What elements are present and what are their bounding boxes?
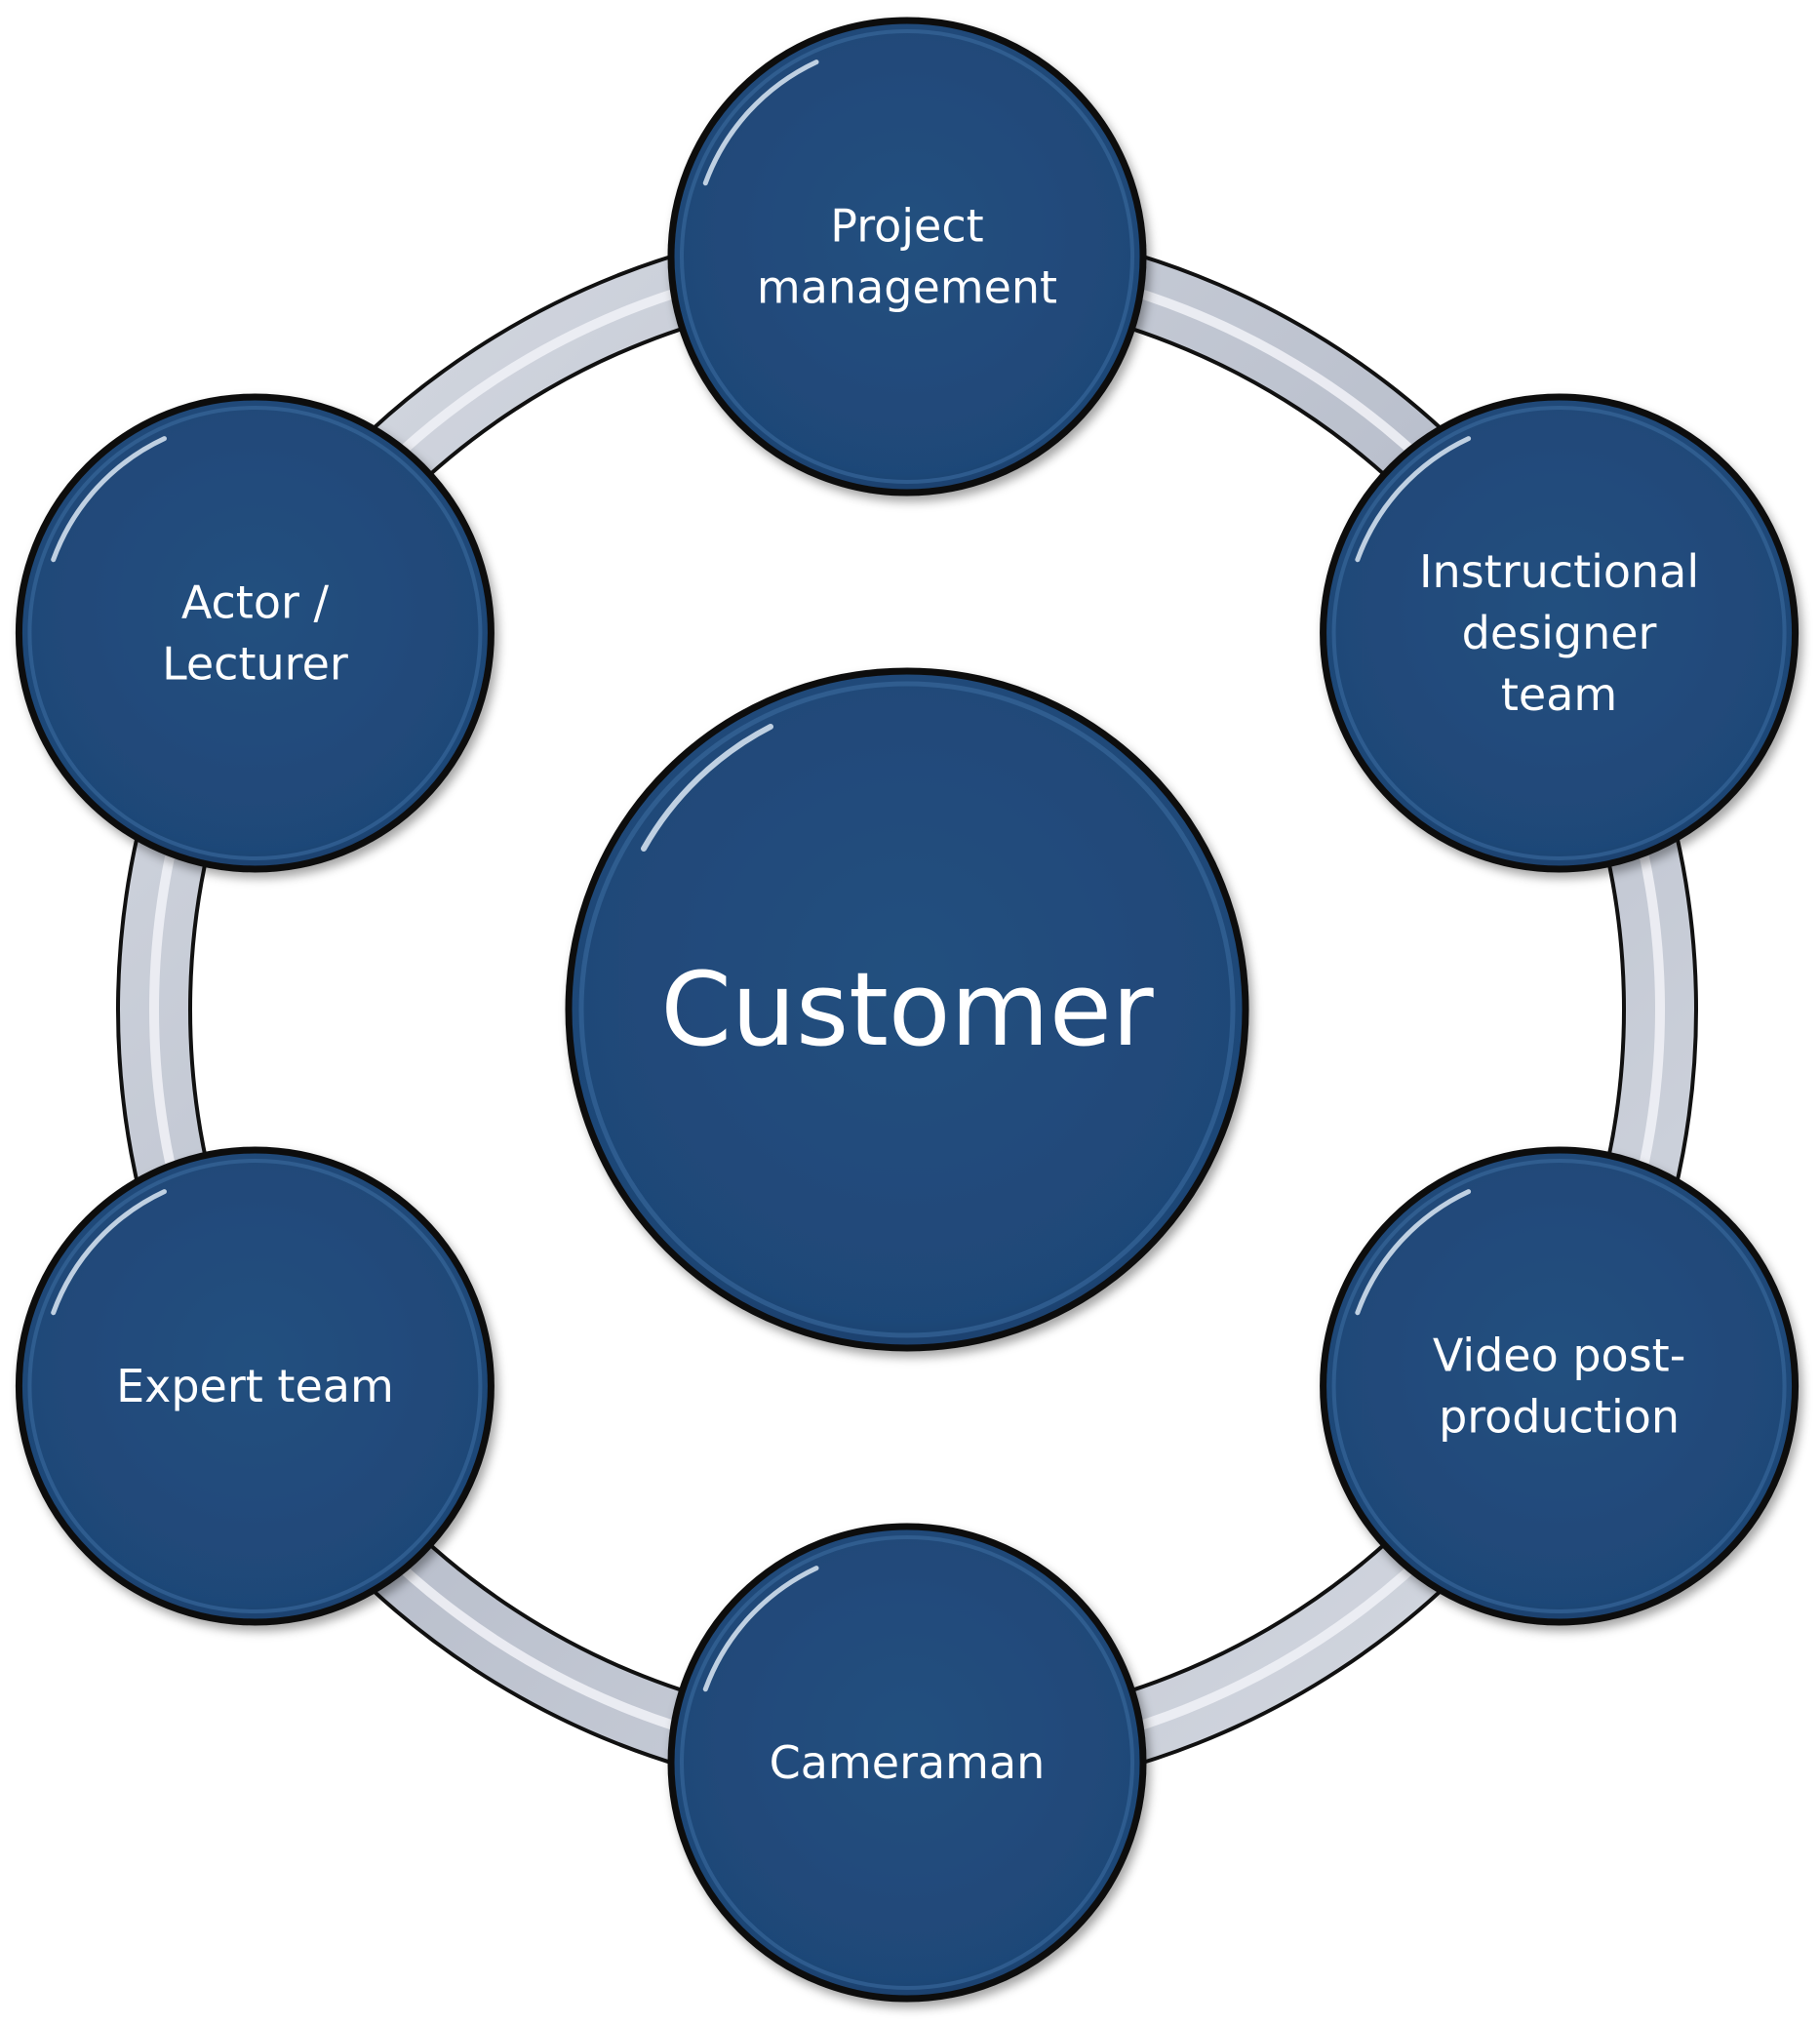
video-post-production-circle [1320, 1146, 1800, 1626]
instructional-designer-team-node: Instructional designer team [1320, 393, 1800, 873]
instructional-designer-team-label-line: Instructional [1419, 545, 1699, 598]
instructional-designer-team-label-line: team [1501, 668, 1617, 721]
video-post-production-label-line: Video post- [1433, 1330, 1685, 1382]
expert-team-node: Expert team [15, 1146, 495, 1626]
expert-team-inner-rim [27, 1159, 483, 1613]
project-management-label-line: Project [830, 200, 983, 253]
cameraman-label-line: Cameraman [770, 1736, 1046, 1789]
project-management-label-line: management [757, 261, 1057, 314]
project-management-node: Project management [667, 17, 1147, 496]
video-post-production-label-line: production [1439, 1391, 1680, 1444]
video-post-production-inner-rim [1331, 1159, 1787, 1613]
actor-lecturer-label-line: Lecturer [162, 638, 348, 691]
video-post-production-highlight [1355, 1189, 1472, 1316]
actor-lecturer-inner-rim [27, 406, 483, 860]
actor-lecturer-node: Actor / Lecturer [15, 393, 495, 873]
cameraman-node: Cameraman [667, 1523, 1147, 2003]
instructional-designer-team-label-line: designer [1462, 607, 1657, 659]
instructional-designer-team-highlight [1355, 436, 1472, 563]
actor-lecturer-label-line: Actor / [181, 576, 330, 629]
expert-team-label-line: Expert team [116, 1360, 394, 1412]
customer-circle: Customer [565, 667, 1249, 1352]
instructional-designer-team-circle [1320, 393, 1800, 873]
expert-team-circle [15, 1146, 495, 1626]
instructional-designer-team-inner-rim [1331, 406, 1787, 860]
expert-team-highlight [51, 1189, 167, 1316]
project-management-circle [667, 17, 1147, 496]
actor-lecturer-highlight [51, 436, 167, 563]
project-management-highlight [702, 60, 819, 186]
project-management-inner-rim [680, 29, 1134, 484]
cameraman-highlight [702, 1566, 819, 1692]
video-post-production-node: Video post-production [1320, 1146, 1800, 1626]
cameraman-circle [667, 1523, 1147, 2003]
cameraman-inner-rim [680, 1535, 1134, 1990]
actor-lecturer-circle [15, 393, 495, 873]
customer-label: Customer [660, 950, 1153, 1069]
